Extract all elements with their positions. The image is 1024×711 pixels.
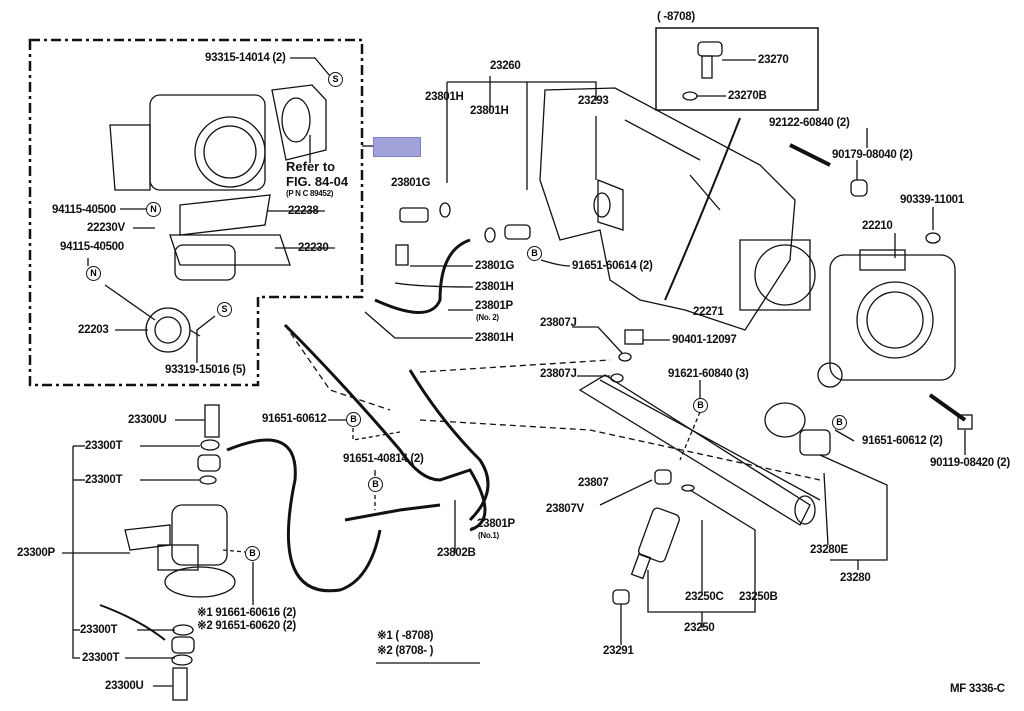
part-label: 90401-12097 (672, 334, 737, 346)
part-label: 23807J (540, 368, 577, 380)
date-range-box (655, 27, 819, 111)
throttle-body-right (817, 249, 973, 430)
throttle-subassembly-box (28, 38, 364, 387)
part-label: ※1 91661-60616 (2) (197, 607, 296, 619)
part-label: 23270 (758, 54, 789, 66)
part-label: 23300P (17, 547, 55, 559)
part-note: (No.1) (478, 531, 499, 540)
part-label: 23300T (82, 652, 120, 664)
symbol-b-icon: B (245, 546, 260, 561)
figure-code: MF 3336-C (950, 683, 1005, 695)
part-label: 23293 (578, 95, 609, 107)
part-label: 90179-08040 (2) (832, 149, 913, 161)
intake-plenum (539, 87, 816, 331)
symbol-b-icon: B (368, 477, 383, 492)
part-label: 23801H (425, 91, 464, 103)
reference-note: (P N C 89452) (286, 189, 334, 198)
part-label: 23801H (475, 281, 514, 293)
part-label: 91651-60614 (2) (572, 260, 653, 272)
part-label: 22238 (288, 205, 319, 217)
part-label: 23807V (546, 503, 584, 515)
part-label: ※2 91651-60620 (2) (197, 620, 296, 632)
symbol-s-icon: S (328, 72, 343, 87)
part-label: 94115-40500 (60, 241, 124, 253)
part-label: 93319-15016 (5) (165, 364, 246, 376)
fuel-delivery-pipe (578, 374, 821, 526)
reference-note: Refer to (286, 159, 336, 174)
part-label: 23802B (437, 547, 476, 559)
part-label: 91651-40814 (2) (343, 453, 424, 465)
part-label: 90119-08420 (2) (930, 457, 1010, 469)
symbol-b-icon: B (346, 412, 361, 427)
footnote-2: ※2 (8708- ) (377, 645, 434, 657)
highlight-marker (373, 137, 421, 157)
part-label: 23807J (540, 317, 577, 329)
part-note: (No. 2) (476, 313, 499, 322)
part-label: 23300T (80, 624, 118, 636)
part-label: 22230V (87, 222, 125, 234)
part-label: 91651-60612 (262, 413, 327, 425)
part-label: 22230 (298, 242, 329, 254)
part-label: 91621-60840 (3) (668, 368, 749, 380)
symbol-n-icon: N (86, 266, 101, 281)
part-label: 22271 (693, 306, 724, 318)
part-label: 23291 (603, 645, 634, 657)
part-label: 23300U (105, 680, 144, 692)
part-label: 93315-14014 (2) (205, 52, 286, 64)
part-label: 23270B (728, 90, 767, 102)
part-label: 23801P (477, 518, 515, 530)
date-range-label: ( -8708) (657, 11, 695, 23)
part-label: 23801H (470, 105, 509, 117)
part-label: 23801G (475, 260, 515, 272)
part-label: 91651-60612 (2) (862, 435, 943, 447)
part-label: 22203 (78, 324, 109, 336)
part-label: 23250B (739, 591, 778, 603)
part-label: 23250 (684, 622, 715, 634)
symbol-b-icon: B (527, 246, 542, 261)
part-label: 23300T (85, 474, 123, 486)
part-label: 23260 (490, 60, 521, 72)
part-label: 90339-11001 (900, 194, 964, 206)
throttle-body-left (104, 84, 327, 353)
part-label: 23801P (475, 300, 513, 312)
part-label: 23280 (840, 572, 871, 584)
part-label: 23801H (475, 332, 514, 344)
reference-note: FIG. 84-04 (286, 174, 349, 189)
footnote-1: ※1 ( -8708) (377, 630, 434, 642)
part-label: 94115-40500 (52, 204, 116, 216)
part-label: 23280E (810, 544, 848, 556)
part-label: 23807 (578, 477, 609, 489)
part-label: 22210 (862, 220, 893, 232)
part-label: 23801G (391, 177, 431, 189)
fuel-filter (124, 504, 236, 598)
part-label: 23250C (685, 591, 724, 603)
symbol-n-icon: N (146, 202, 161, 217)
part-label: 92122-60840 (2) (769, 117, 850, 129)
symbol-b-icon: B (693, 398, 708, 413)
part-label: 23300U (128, 414, 167, 426)
symbol-b-icon: B (832, 415, 847, 430)
part-label: 23300T (85, 440, 123, 452)
symbol-s-icon: S (217, 302, 232, 317)
